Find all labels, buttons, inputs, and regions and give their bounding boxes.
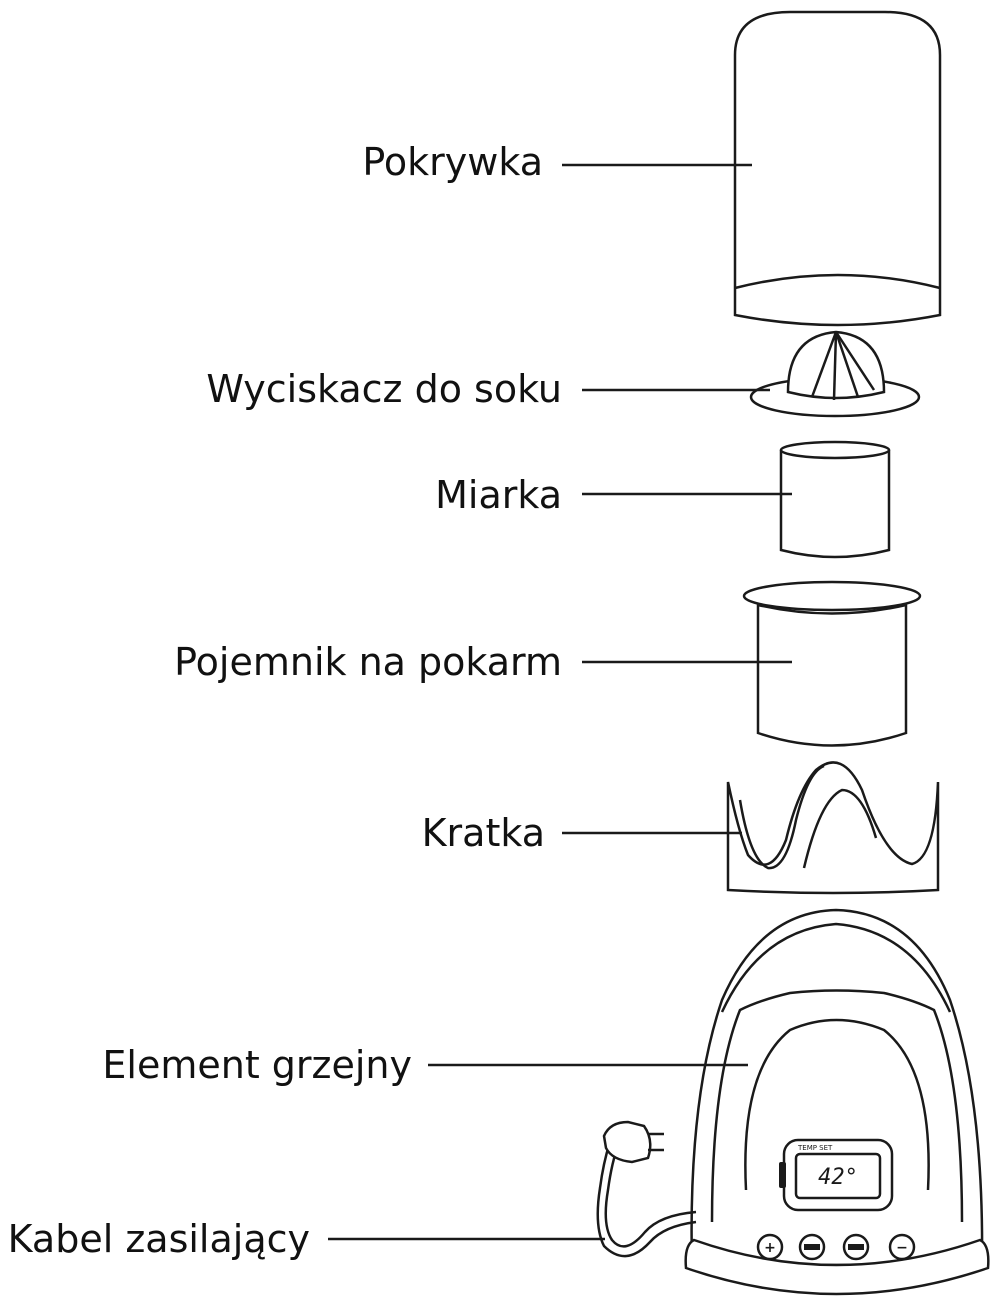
juicer-part <box>749 330 921 418</box>
plus-button[interactable]: + <box>756 1233 784 1261</box>
measuring-cup-label: Miarka <box>435 473 562 517</box>
svg-text:−: − <box>896 1240 908 1256</box>
svg-text:+: + <box>764 1240 776 1256</box>
measuring-cup-part <box>779 440 891 559</box>
heating-element-label: Element grzejny <box>102 1043 412 1087</box>
food-container-label: Pojemnik na pokarm <box>174 640 562 684</box>
power-cable-part <box>596 1120 697 1258</box>
heating-element-part: TEMP SET 42° + − <box>684 908 990 1296</box>
temperature-readout: 42° <box>818 1165 858 1190</box>
grate-part <box>726 761 940 895</box>
minus-button[interactable]: − <box>888 1233 916 1261</box>
select-button[interactable] <box>842 1233 870 1261</box>
food-container-part <box>742 580 922 747</box>
svg-text:TEMP SET: TEMP SET <box>797 1144 833 1152</box>
power-cable-label: Kabel zasilający <box>8 1217 310 1261</box>
lid-part <box>733 10 942 327</box>
lid-label: Pokrywka <box>362 140 543 184</box>
juicer-label: Wyciskacz do soku <box>206 367 562 411</box>
mode-button[interactable] <box>798 1233 826 1261</box>
grate-label: Kratka <box>422 811 545 855</box>
